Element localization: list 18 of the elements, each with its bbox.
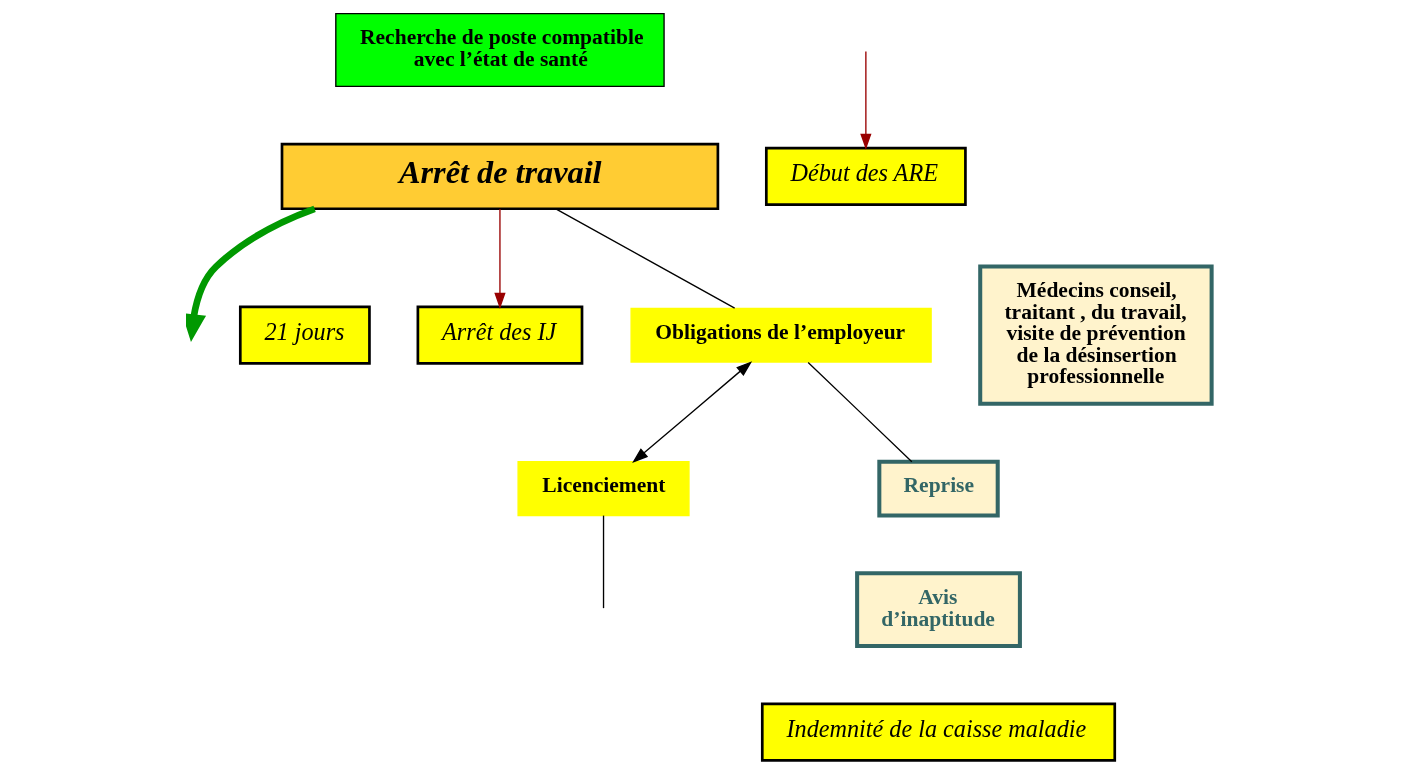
connector xyxy=(807,361,912,463)
connector xyxy=(602,514,604,609)
node-box: Début des ARE xyxy=(764,146,967,207)
arrow xyxy=(185,205,316,343)
node-box: Avis d’inaptitude xyxy=(854,571,1022,648)
node-box: Médecins conseil, traitant , du travail, visite de prévention de la désinsertion professionnelle xyxy=(977,264,1214,406)
node-box: Arrêt des IJ xyxy=(416,305,583,365)
arrow xyxy=(631,361,752,463)
node-box: Indemnité de la caisse maladie xyxy=(760,702,1116,762)
node-box: Reprise xyxy=(876,459,1000,518)
node-box: Recherche de poste compatible avec l’état de santé xyxy=(334,13,665,87)
node-box: 21 jours xyxy=(238,305,371,365)
connector xyxy=(554,208,735,309)
node-box: Obligations de l’employeur xyxy=(629,307,932,363)
node-box: Arrêt de travail xyxy=(280,142,719,211)
arrow xyxy=(859,50,872,150)
arrow xyxy=(493,208,506,309)
node-box: Licenciement xyxy=(516,461,690,517)
